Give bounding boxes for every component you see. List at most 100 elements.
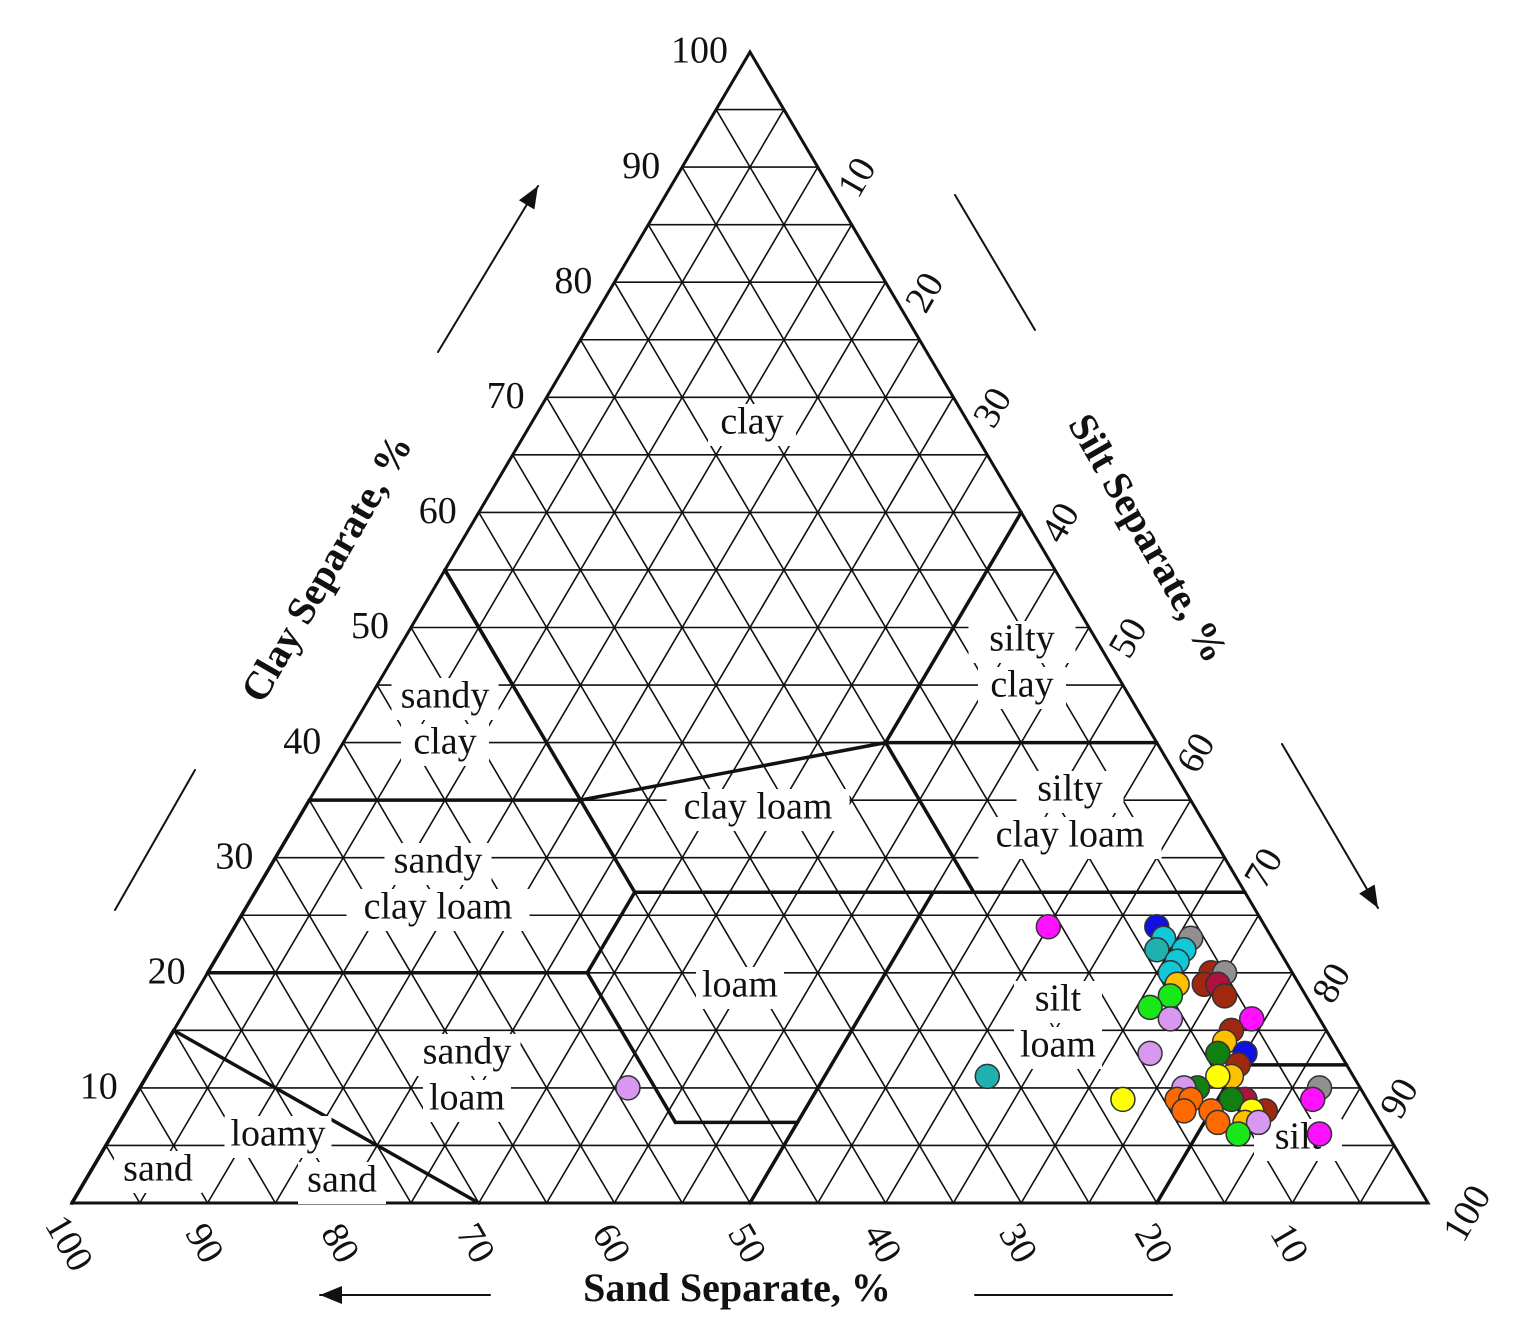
- clay-tick-label: 30: [215, 835, 253, 877]
- silt-direction-arrow-head: [1359, 884, 1378, 908]
- silt-tick-label: 40: [1033, 496, 1088, 550]
- region-label: silt: [1035, 978, 1082, 1020]
- silt-tick-label: 30: [965, 381, 1020, 435]
- silt-tick-label: 80: [1304, 956, 1359, 1010]
- data-point: [974, 1063, 1001, 1090]
- region-label-bg: [423, 1080, 511, 1122]
- clay-tick-label: 10: [80, 1066, 118, 1108]
- region-label-bg: [1014, 981, 1102, 1023]
- data-point: [1171, 1098, 1197, 1124]
- grid-line-silt: [816, 684, 1124, 1204]
- region-label-bg: [1014, 1027, 1102, 1069]
- clay-tick-label: 40: [283, 720, 321, 762]
- data-point: [1137, 1040, 1163, 1067]
- data-point: [1299, 1086, 1326, 1113]
- clay-axis-title: Clay Separate, %: [231, 426, 421, 709]
- silt-guide-line: [954, 194, 1036, 331]
- sand-tick-label: 20: [1126, 1216, 1181, 1270]
- data-point: [1205, 1063, 1231, 1090]
- class-boundary: [585, 971, 678, 1125]
- region-label: silty: [1037, 768, 1102, 810]
- region-label: sand: [307, 1159, 377, 1201]
- sand-tick-label: 30: [990, 1216, 1045, 1270]
- grid-line-sand: [376, 684, 684, 1204]
- silt-tick-label: 90: [1372, 1071, 1427, 1125]
- data-point: [1306, 1121, 1333, 1147]
- region-label: sandy: [423, 1031, 512, 1073]
- sand-tick-label: 10: [1262, 1216, 1317, 1270]
- region-label: clay loam: [996, 814, 1145, 856]
- region-label-bg: [666, 789, 850, 831]
- data-point: [1238, 1006, 1265, 1032]
- class-boundary: [795, 890, 935, 1125]
- grid-line-silt: [1359, 1144, 1395, 1204]
- class-boundary: [443, 568, 515, 687]
- clay-tick-label: 60: [419, 490, 457, 532]
- data-points: [615, 914, 1333, 1147]
- region-label: loam: [429, 1077, 505, 1119]
- grid-line-silt: [139, 108, 785, 1204]
- region-label-bg: [224, 1116, 332, 1158]
- class-boundary: [585, 890, 637, 975]
- region-label-bg: [391, 678, 499, 720]
- clay-tick-label: 50: [351, 605, 389, 647]
- region-label: clay: [720, 401, 783, 443]
- data-point: [1144, 937, 1170, 963]
- region-label: silty: [989, 618, 1054, 660]
- data-point: [1245, 1109, 1272, 1136]
- silt-tick-label: 10: [829, 151, 884, 205]
- grid-line-silt: [1020, 856, 1226, 1204]
- sand-axis-title: Sand Separate, %: [583, 1265, 891, 1310]
- region-label: sandy: [394, 840, 483, 882]
- grid-line-sand: [308, 799, 548, 1204]
- sand-tick-label: 80: [312, 1216, 367, 1270]
- region-label-bg: [1016, 771, 1124, 813]
- region-label: loamy: [231, 1113, 326, 1155]
- region-label: loam: [1020, 1024, 1096, 1066]
- region-label: loam: [702, 964, 778, 1006]
- grid-line-silt: [274, 223, 853, 1204]
- region-label-bg: [696, 967, 784, 1009]
- class-boundary: [883, 740, 976, 894]
- sand-tick-label: 40: [855, 1216, 910, 1270]
- region-label: clay: [413, 721, 476, 763]
- data-point: [1035, 914, 1062, 940]
- region-label-bg: [978, 667, 1066, 709]
- data-point: [1205, 1109, 1231, 1136]
- clay-tick-label: 70: [487, 375, 525, 417]
- region-label: clay: [990, 664, 1053, 706]
- silt-tick-label: 60: [1168, 726, 1223, 780]
- clay-guide-line: [114, 769, 196, 911]
- region-label-bg: [978, 817, 1162, 859]
- clay-tick-label: 80: [554, 260, 592, 302]
- class-boundary: [748, 1120, 800, 1205]
- region-label-bg: [298, 1162, 386, 1204]
- data-point: [1110, 1086, 1136, 1113]
- clay-tick-label: 100: [671, 30, 728, 72]
- data-point: [1137, 994, 1163, 1021]
- silt-tick-label: 50: [1100, 611, 1155, 665]
- data-point: [1157, 1006, 1184, 1032]
- region-label-bg: [346, 889, 530, 931]
- data-point: [615, 1075, 641, 1101]
- clay-direction-arrow: [437, 185, 539, 353]
- data-point: [1211, 983, 1238, 1009]
- sand-tick-label: 60: [584, 1216, 639, 1270]
- region-label-bg: [401, 724, 489, 766]
- region-label-bg: [708, 404, 796, 446]
- clay-tick-label: 90: [622, 145, 660, 187]
- grid-line-sand: [240, 914, 412, 1204]
- axis-arrows: [114, 185, 1379, 1304]
- silt-tick-label: 100: [1435, 1178, 1500, 1248]
- silt-direction-arrow: [1281, 743, 1379, 909]
- region-label: clay loam: [364, 886, 513, 928]
- data-point: [1218, 1086, 1245, 1113]
- sand-direction-arrow-head: [320, 1286, 342, 1304]
- region-label-bg: [968, 621, 1076, 663]
- region-label-bg: [384, 843, 492, 885]
- clay-direction-arrow-head: [518, 186, 538, 210]
- class-boundary: [883, 510, 1023, 745]
- grid-line-sand: [647, 223, 1226, 1204]
